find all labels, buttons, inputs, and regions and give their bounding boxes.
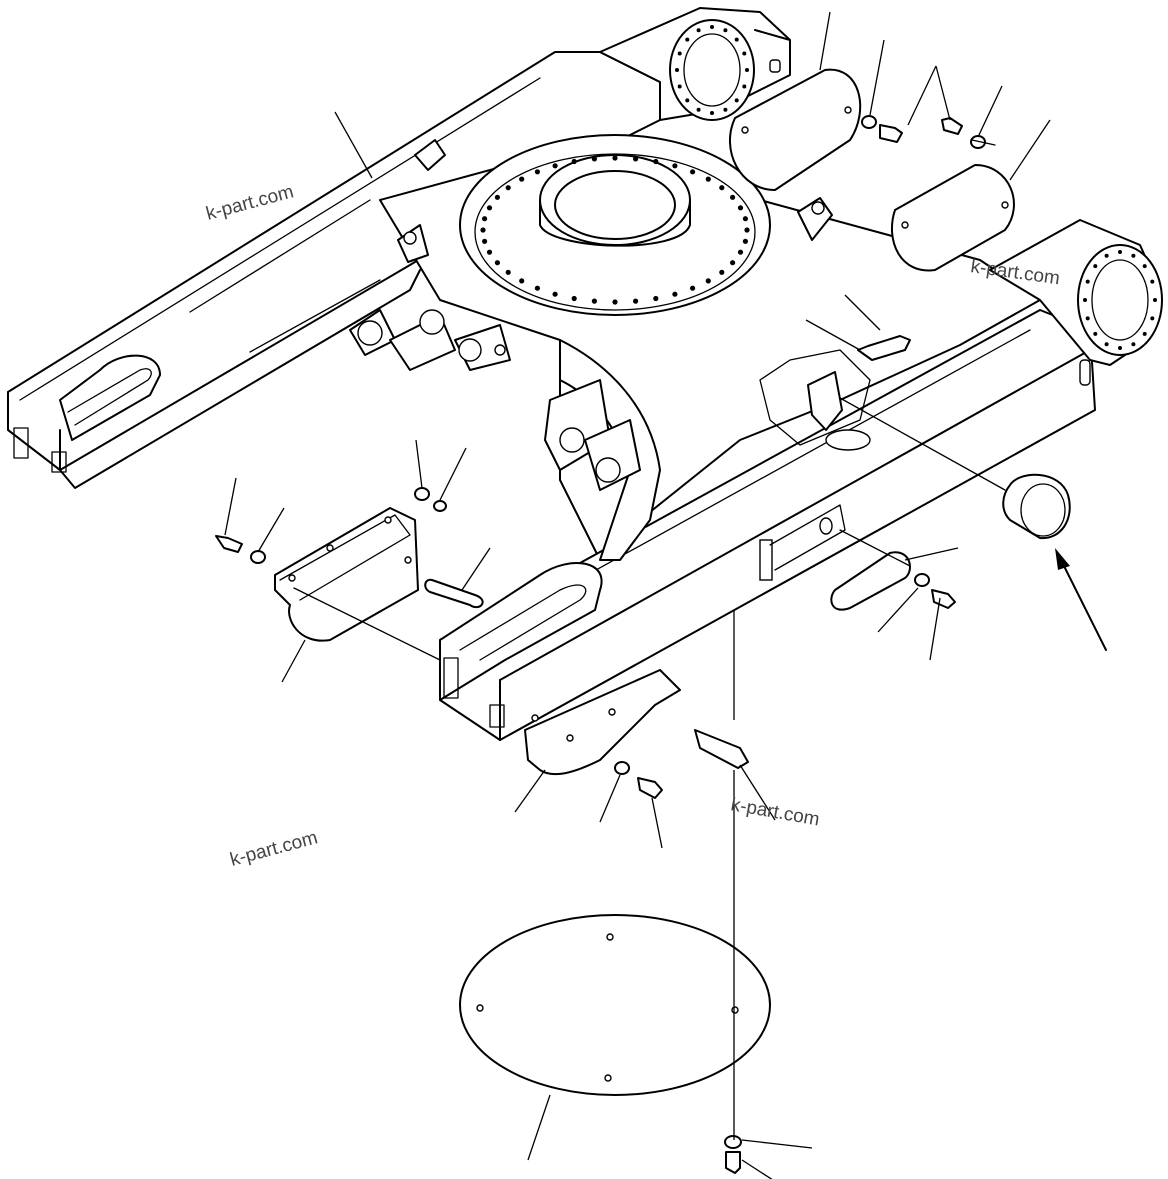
bolt-hole bbox=[571, 158, 577, 165]
leader-lines bbox=[224, 11, 1051, 1179]
under-cover-disc bbox=[459, 914, 771, 1174]
bolt-washer-top bbox=[857, 115, 986, 361]
bolt-hole bbox=[633, 156, 639, 162]
bolt-hole bbox=[612, 299, 618, 305]
drum-bolt-hole bbox=[723, 28, 728, 33]
bolt-hole bbox=[552, 163, 558, 169]
guard-bracket-front bbox=[524, 669, 749, 799]
drum-bolt-hole bbox=[710, 25, 714, 29]
drum-bolt-hole bbox=[1118, 250, 1122, 254]
drum-bolt-hole bbox=[677, 84, 682, 89]
drum-bolt-hole bbox=[675, 68, 679, 72]
bolt-hole bbox=[742, 238, 749, 244]
swing-circle bbox=[459, 134, 771, 316]
bolt-hole bbox=[571, 295, 577, 302]
drum-bolt-hole bbox=[1085, 316, 1090, 321]
drum-bolt-hole bbox=[1142, 264, 1147, 269]
drum-bolt-hole bbox=[745, 68, 749, 72]
watermark: k-part.com bbox=[204, 181, 296, 225]
drum-bolt-hole bbox=[1153, 298, 1157, 302]
bolt-hole bbox=[482, 238, 488, 244]
bolt-hole bbox=[730, 260, 736, 266]
bolt-hole bbox=[486, 249, 493, 255]
drum-bolt-hole bbox=[1150, 316, 1155, 321]
bolt-hole bbox=[612, 155, 618, 161]
bolt-hole bbox=[534, 169, 541, 175]
track-frame bbox=[7, 7, 1163, 741]
bolt-hole bbox=[505, 269, 511, 275]
bolt-hole bbox=[494, 260, 500, 266]
drum-bolt-hole bbox=[710, 111, 714, 115]
bolt-hole bbox=[519, 278, 525, 284]
cover-plate-upper-left bbox=[729, 68, 862, 191]
bolt-hole bbox=[534, 285, 541, 291]
drum-bolt-hole bbox=[734, 98, 739, 103]
drum-bolt-hole bbox=[1142, 331, 1147, 336]
bolt-hole bbox=[672, 291, 678, 297]
drum-bolt-hole bbox=[696, 28, 701, 33]
drum-bolt-hole bbox=[1150, 279, 1155, 284]
bolt-hole bbox=[653, 158, 659, 165]
bolt-hole bbox=[633, 298, 639, 304]
bolt-hole bbox=[519, 176, 525, 182]
watermark: k-part.com bbox=[228, 827, 320, 871]
bolt-hole bbox=[653, 295, 659, 302]
drum-bolt-hole bbox=[1083, 298, 1087, 302]
drum-bolt-hole bbox=[1093, 331, 1098, 336]
drum-bolt-hole bbox=[734, 37, 739, 42]
side-cover-small bbox=[830, 551, 956, 611]
bolt-hole bbox=[690, 285, 696, 291]
drum-bolt-hole bbox=[723, 107, 728, 112]
bolt-hole bbox=[486, 205, 493, 211]
drum-bolt-hole bbox=[677, 51, 682, 56]
watermark: k-part.com bbox=[729, 794, 821, 830]
drum-bolt-hole bbox=[1131, 342, 1136, 347]
bolt-hole bbox=[591, 156, 598, 162]
drum-bolt-hole bbox=[685, 37, 690, 42]
drum-bolt-hole bbox=[742, 51, 747, 56]
drum-bolt-hole bbox=[1104, 253, 1109, 258]
drum-bolt-hole bbox=[1093, 264, 1098, 269]
bolt-hole bbox=[730, 194, 736, 200]
bolt-hole bbox=[705, 176, 711, 182]
drum-bolt-hole bbox=[685, 98, 690, 103]
cover-plate-upper-right bbox=[890, 164, 1015, 272]
drum-bolt-hole bbox=[742, 84, 747, 89]
bolt-hole bbox=[742, 216, 749, 222]
bolt-hole bbox=[737, 249, 744, 255]
bolt-hole bbox=[719, 269, 725, 275]
bolt-hole bbox=[690, 169, 696, 175]
drum-bolt-hole bbox=[1085, 279, 1090, 284]
drum-bolt-hole bbox=[696, 107, 701, 112]
guard-bracket-left bbox=[215, 487, 447, 642]
bolt-hole bbox=[482, 216, 488, 222]
bolt-hole bbox=[705, 278, 711, 284]
bolt-hole bbox=[494, 194, 500, 200]
drum-bolt-hole bbox=[1104, 342, 1109, 347]
bolt-hole bbox=[505, 185, 511, 191]
plug bbox=[1002, 473, 1107, 651]
bolt-hole bbox=[672, 163, 678, 169]
bolt-hole bbox=[480, 227, 486, 233]
bolt-hole bbox=[591, 298, 598, 304]
bolt-hole bbox=[552, 291, 558, 297]
bolt-hole bbox=[737, 205, 744, 211]
bolt-hole bbox=[719, 185, 725, 191]
pin bbox=[424, 578, 484, 609]
bolt-hole bbox=[744, 227, 750, 233]
drum-bolt-hole bbox=[1131, 253, 1136, 258]
drum-bolt-hole bbox=[1118, 346, 1122, 350]
